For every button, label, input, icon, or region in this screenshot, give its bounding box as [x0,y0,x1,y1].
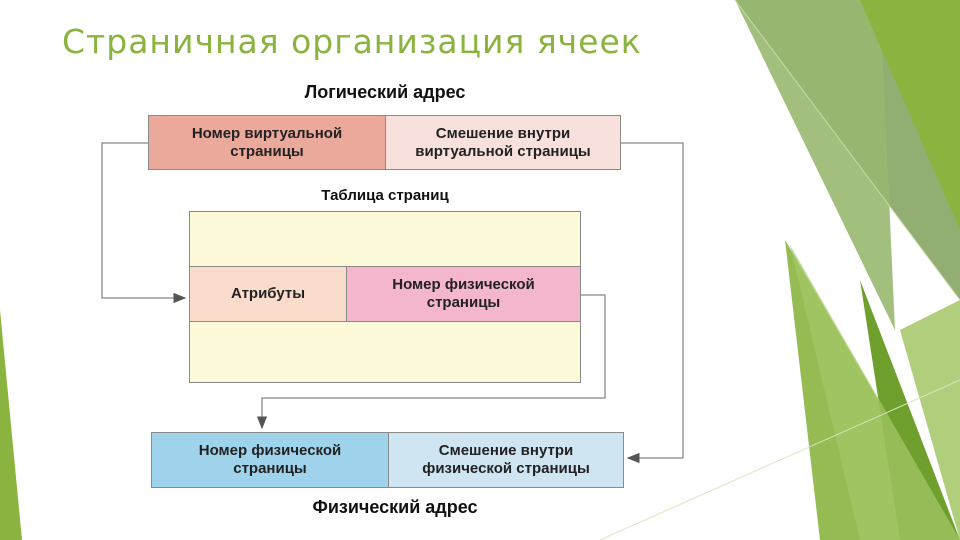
virtual-offset-box: Смешение внутри виртуальной страницы [385,115,621,170]
physical-page-number-box: Номер физической страницы [151,432,389,488]
logical-address-label: Логический адрес [304,82,466,102]
attributes-cell: Атрибуты [189,266,347,322]
page-table-label: Таблица страниц [321,187,449,204]
physical-offset-box: Смешение внутри физической страницы [388,432,624,488]
virtual-page-number-box: Номер виртуальной страницы [148,115,386,170]
physical-address-label: Физический адрес [312,497,478,517]
slide-title: Страничная организация ячеек [62,22,642,61]
table-physical-page-number-cell: Номер физической страницы [346,266,581,322]
